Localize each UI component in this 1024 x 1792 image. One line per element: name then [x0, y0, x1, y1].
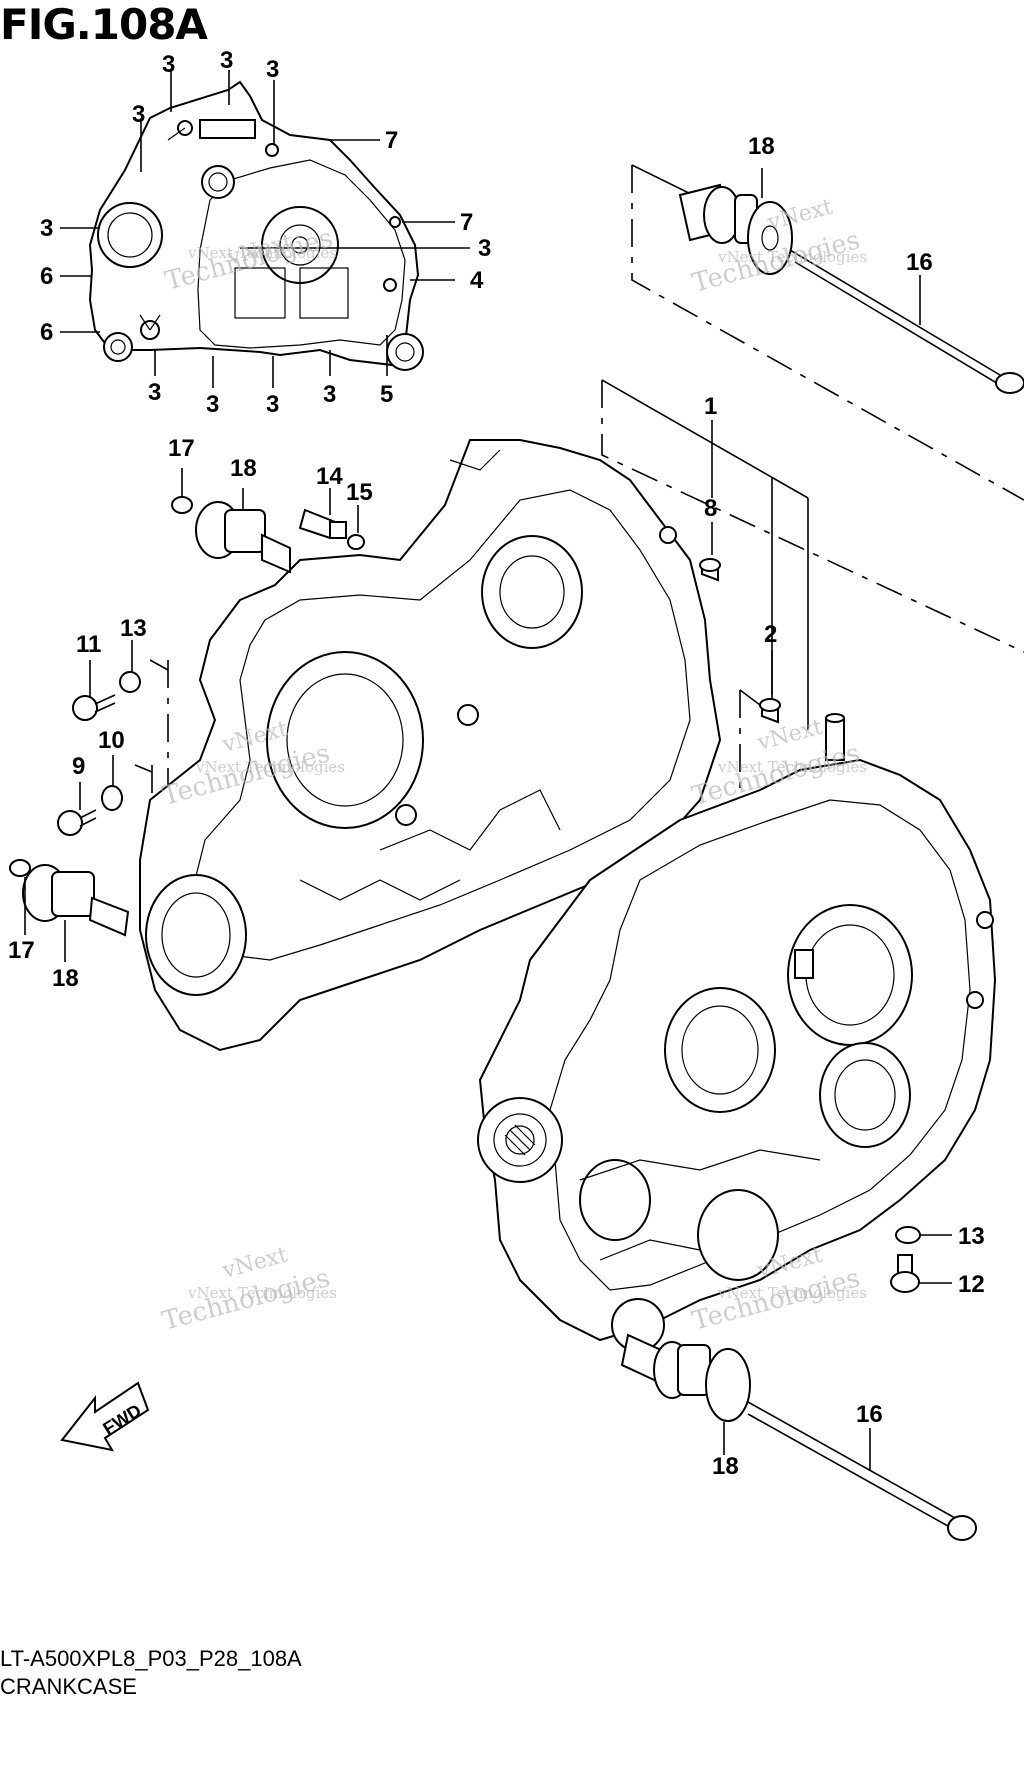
callout-label: 18 [748, 133, 775, 160]
callout-label: 9 [72, 753, 85, 780]
callout-label: 17 [8, 937, 35, 964]
figure-code: LT-A500XPL8_P03_P28_108A [0, 1646, 302, 1671]
callout-label: 6 [40, 319, 53, 346]
callout-label: 16 [906, 249, 933, 276]
callout-labels: 3 3 3 3 7 3 7 3 6 4 6 3 3 3 3 5 18 16 1 … [8, 47, 985, 1480]
part-13-washer-left [119, 671, 141, 693]
part-2-dowel [759, 698, 781, 724]
part-16-bolt-top [789, 249, 1024, 394]
part-9-bolt [57, 809, 97, 836]
part-14-fitting [298, 508, 347, 540]
part-18-left-bottom [22, 864, 130, 937]
part-11-bolt [72, 694, 116, 721]
part-15-washer [347, 534, 365, 550]
callout-label: 3 [206, 391, 219, 418]
callout-label: 7 [460, 209, 473, 236]
fwd-direction-arrow: FWD [60, 1381, 150, 1452]
part-16-bolt-bottom [747, 1401, 977, 1541]
callout-label: 12 [958, 1271, 985, 1298]
main-leader-lines [24, 168, 952, 1470]
callout-label: 16 [856, 1401, 883, 1428]
part-10-washer [101, 785, 123, 811]
part-18-bottom [620, 1333, 751, 1422]
figure-name: CRANKCASE [0, 1674, 137, 1699]
callout-label: 3 [478, 235, 491, 262]
callout-label: 11 [76, 631, 101, 658]
svg-text:vNext Technologies: vNext Technologies [195, 758, 345, 776]
callout-label: 10 [98, 727, 125, 754]
callout-label: 18 [52, 965, 79, 992]
callout-label: 18 [230, 455, 257, 482]
part-18-left-top [195, 501, 291, 574]
callout-label: 6 [40, 263, 53, 290]
svg-text:vNext Technologies: vNext Technologies [187, 244, 337, 262]
callout-label: 13 [120, 615, 147, 642]
figure-title: FIG.108A [0, 0, 208, 49]
callout-label: 3 [40, 215, 53, 242]
callout-label: 3 [132, 101, 145, 128]
part-17-left-bottom [9, 859, 31, 877]
callout-label: 14 [316, 463, 343, 490]
callout-label: 13 [958, 1223, 985, 1250]
callout-label: 2 [764, 621, 777, 648]
callout-label: 17 [168, 435, 195, 462]
callout-label: 18 [712, 1453, 739, 1480]
svg-text:vNext Technologies: vNext Technologies [717, 248, 867, 266]
callout-label: 3 [148, 379, 161, 406]
svg-text:vNext Technologies: vNext Technologies [717, 1284, 867, 1302]
callout-label: 3 [220, 47, 233, 74]
inset-leader-lines [60, 70, 470, 388]
part-13-washer-right [895, 1226, 921, 1244]
crankcase-left-half [139, 439, 722, 1052]
part-12-bolt [890, 1254, 920, 1293]
svg-text:vNext Technologies: vNext Technologies [717, 758, 867, 776]
callout-label: 3 [266, 391, 279, 418]
callout-label: 5 [380, 381, 393, 408]
callout-label: 3 [323, 381, 336, 408]
svg-text:vNext Technologies: vNext Technologies [187, 1284, 337, 1302]
callout-label: 1 [704, 393, 717, 420]
callout-label: 3 [266, 56, 279, 83]
callout-label: 7 [385, 127, 398, 154]
part-8-dowel [699, 558, 721, 582]
callout-label: 4 [470, 267, 484, 294]
svg-text:vNext: vNext [764, 195, 835, 237]
part-18-top [678, 183, 793, 275]
callout-label: 3 [162, 51, 175, 78]
crankcase-bolt-pattern-inset [88, 80, 424, 371]
crankcase-right-half [477, 713, 997, 1352]
part-17-left-top [171, 496, 193, 514]
callout-label: 15 [346, 479, 373, 506]
callout-label: 8 [704, 495, 717, 522]
watermark-5: vNext vNext Technologies Technologies [159, 1243, 337, 1337]
